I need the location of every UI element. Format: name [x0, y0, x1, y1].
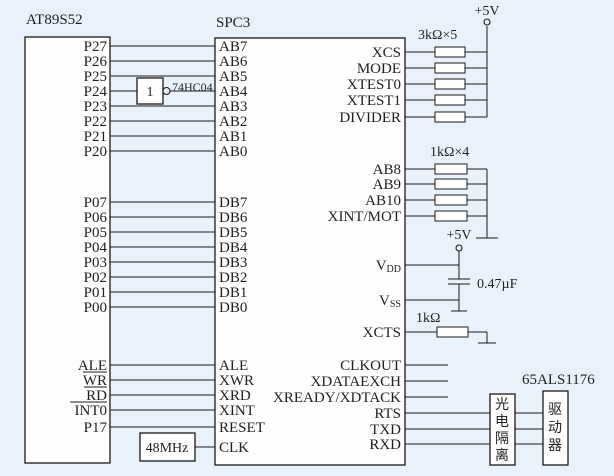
pin-label: XINT/MOT — [328, 209, 401, 225]
pin-label: XCS — [372, 45, 401, 61]
pin-label: AB1 — [219, 129, 247, 145]
isolation-label-char: 电 — [495, 414, 509, 430]
oscillator-box — [139, 432, 196, 462]
isolation-label-char: 离 — [495, 447, 509, 464]
pin-label: P00 — [84, 300, 107, 316]
pin-label: XREADY/XDTACK — [273, 390, 401, 406]
pin-label: P07 — [84, 195, 108, 211]
pin-label: RTS — [374, 406, 401, 422]
pullup-resistor — [434, 94, 466, 106]
pin-label: P06 — [84, 210, 108, 226]
spc3-title: SPC3 — [216, 15, 250, 31]
mcu-title: AT89S52 — [26, 12, 83, 28]
xcts-resistor — [436, 326, 469, 338]
interface-chip-label: 65ALS1176 — [522, 372, 595, 388]
capacitor-label: 0.47µF — [477, 277, 518, 292]
driver-box — [542, 390, 569, 466]
pulldown-resistor — [434, 178, 468, 190]
pin-label: AB6 — [219, 54, 248, 70]
pin-label: AB5 — [219, 69, 247, 85]
vcc-terminal — [483, 18, 491, 26]
pullup-resistor — [434, 78, 466, 90]
pin-label: DB3 — [219, 255, 247, 271]
oscillator-label: 48MHz — [146, 441, 189, 456]
pin-label: P01 — [84, 285, 107, 301]
pin-label: RXD — [369, 437, 401, 453]
pin-label: P05 — [84, 225, 107, 241]
pin-label: TXD — [370, 422, 401, 438]
driver-label-char: 动 — [548, 420, 562, 436]
vcc-terminal — [455, 244, 463, 252]
pin-label: MODE — [357, 61, 401, 77]
pin-label: INT0 — [75, 403, 108, 419]
pin-label: XCTS — [363, 325, 401, 341]
pullup-resistor — [434, 46, 466, 58]
pin-label: RD — [86, 388, 107, 404]
pullup-resistor — [434, 62, 466, 74]
pin-label: XTEST1 — [347, 93, 401, 109]
inverter-bubble — [162, 86, 171, 96]
isolation-label-char: 光 — [495, 397, 509, 413]
isolation-label-char: 隔 — [495, 431, 509, 447]
pullup-array-label: 3kΩ×5 — [418, 28, 457, 43]
pin-label: XDATAEXCH — [311, 374, 402, 390]
pin-label: P26 — [84, 54, 108, 70]
isolation-box — [489, 393, 516, 466]
pullup-resistor — [434, 111, 466, 123]
mcu-box — [24, 36, 111, 464]
pin-label: XWR — [219, 373, 254, 389]
pulldown-resistor — [434, 194, 468, 206]
pulldown-resistor — [434, 210, 468, 222]
pin-label: P20 — [84, 144, 107, 160]
pin-label: ALE — [219, 358, 248, 374]
driver-label-char: 器 — [548, 439, 562, 454]
pin-label: P24 — [84, 84, 108, 100]
pin-label: AB8 — [373, 162, 401, 178]
driver-label-char: 驱 — [548, 402, 562, 418]
pin-label: AB7 — [219, 39, 248, 55]
pin-label-vss: VSS — [379, 293, 401, 310]
pin-label: P25 — [84, 69, 107, 85]
pin-label: DIVIDER — [339, 110, 401, 126]
pin-label: AB3 — [219, 99, 247, 115]
pin-label: RESET — [219, 420, 265, 436]
pin-label: P21 — [84, 129, 107, 145]
vcc-label: +5V — [474, 4, 499, 19]
pin-label: AB2 — [219, 114, 247, 130]
pin-label: AB9 — [373, 177, 401, 193]
pin-label: AB4 — [219, 84, 248, 100]
pin-label: P04 — [84, 240, 108, 256]
pin-label: P22 — [84, 114, 107, 130]
pin-label: WR — [83, 373, 107, 389]
pin-label: P02 — [84, 270, 107, 286]
pin-label: P03 — [84, 255, 107, 271]
spc3-box — [214, 37, 406, 466]
pin-label: DB0 — [219, 300, 247, 316]
pin-label: DB2 — [219, 270, 247, 286]
pin-label: AB10 — [365, 193, 401, 209]
pin-label: XINT — [219, 403, 255, 419]
pin-label: DB5 — [219, 225, 247, 241]
vcc-label: +5V — [446, 228, 471, 243]
pin-label: AB0 — [219, 144, 247, 160]
pin-label: P23 — [84, 99, 107, 115]
pin-label: DB6 — [219, 210, 248, 226]
pin-label: XRD — [219, 388, 251, 404]
pin-label: XTEST0 — [347, 77, 401, 93]
pin-label: CLK — [219, 440, 249, 456]
pin-label: ALE — [78, 358, 107, 374]
pin-label: P27 — [84, 39, 108, 55]
pulldown-array-label: 1kΩ×4 — [430, 145, 469, 160]
pin-label: CLKOUT — [340, 358, 401, 374]
pin-label: DB1 — [219, 285, 247, 301]
pulldown-resistor — [434, 163, 468, 175]
xcts-resistor-label: 1kΩ — [416, 311, 440, 326]
pin-label: DB7 — [219, 195, 248, 211]
pin-label: DB4 — [219, 240, 248, 256]
inverter-gate-symbol: 1 — [147, 85, 154, 100]
inverter-label: 74HC04 — [172, 80, 213, 94]
pin-label-vdd: VDD — [376, 258, 401, 275]
pin-label: P17 — [84, 420, 108, 436]
